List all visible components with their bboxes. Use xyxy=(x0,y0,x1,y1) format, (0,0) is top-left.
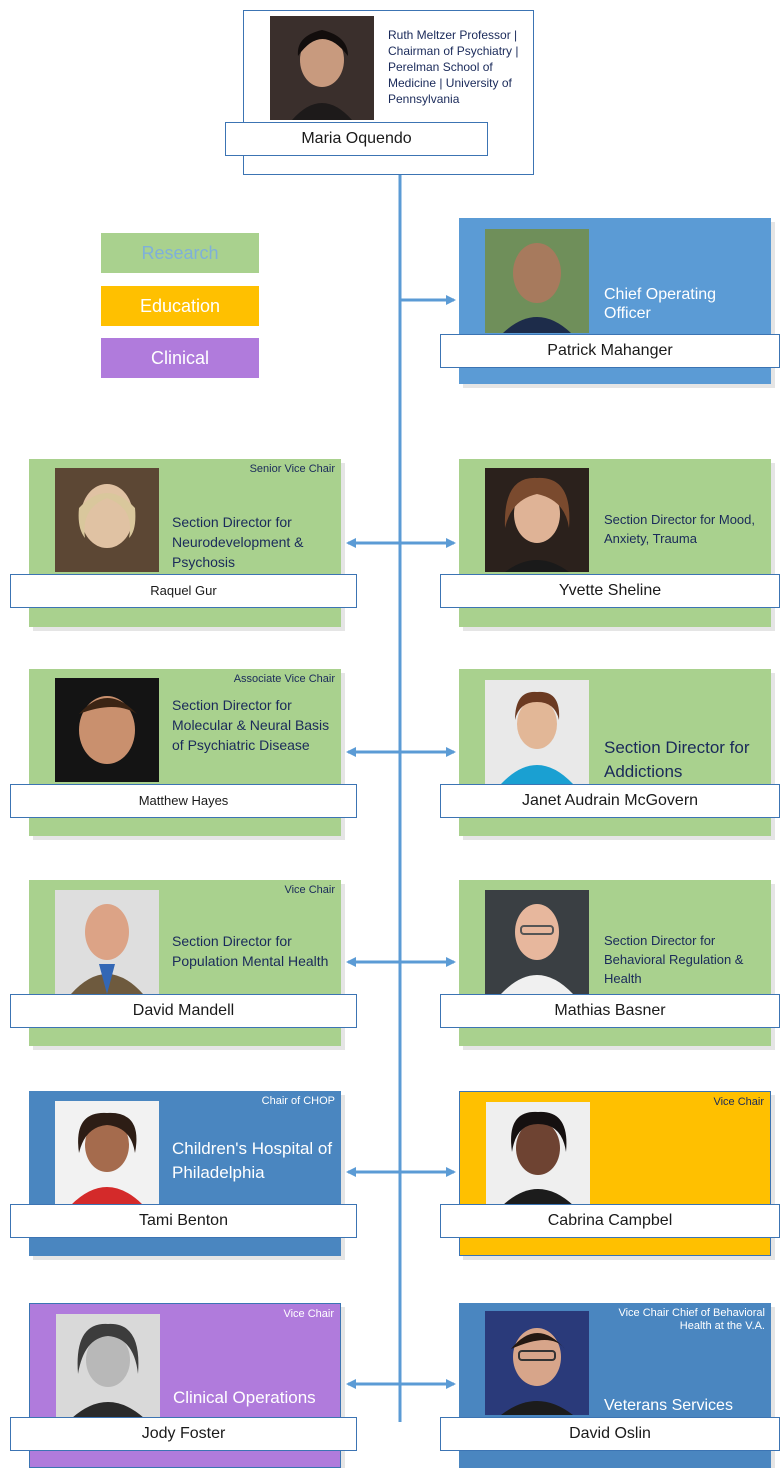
gur-role: Section Director for Neurodevelopment & … xyxy=(172,514,304,570)
foster-role: Clinical Operations xyxy=(173,1388,316,1407)
benton-photo xyxy=(55,1101,159,1205)
legend-research: Research xyxy=(101,233,259,273)
basner-role: Section Director for Behavioral Regulati… xyxy=(604,933,744,986)
hayes-role: Section Director for Molecular & Neural … xyxy=(172,697,330,753)
mandell-tag: Vice Chair xyxy=(284,884,335,896)
foster-photo xyxy=(56,1314,160,1418)
legend-clinical: Clinical xyxy=(101,338,259,378)
campbel-photo xyxy=(486,1102,590,1206)
mandell-role: Section Director for Population Mental H… xyxy=(172,933,329,969)
hayes-tag: Associate Vice Chair xyxy=(233,673,335,685)
mcgovern-role: Section Director for Addictions xyxy=(604,738,750,781)
hayes-name: Matthew Hayes xyxy=(10,784,357,818)
oslin-name: David Oslin xyxy=(440,1417,780,1451)
leader-description: Ruth Meltzer Professor | Chairman of Psy… xyxy=(388,28,519,106)
mcgovern-name: Janet Audrain McGovern xyxy=(440,784,780,818)
sheline-role: Section Director for Mood, Anxiety, Trau… xyxy=(604,512,756,546)
gur-tag: Senior Vice Chair xyxy=(249,463,335,475)
mcgovern-photo xyxy=(485,680,589,784)
mandell-photo xyxy=(55,890,159,994)
campbel-tag: Vice Chair xyxy=(713,1096,764,1108)
oslin-role: Veterans Services xyxy=(604,1397,733,1414)
gur-photo xyxy=(55,468,159,572)
coo-name: Patrick Mahanger xyxy=(440,334,780,368)
oslin-tag: Vice Chair Chief of Behavioral Health at… xyxy=(618,1307,765,1332)
gur-name: Raquel Gur xyxy=(10,574,357,608)
oslin-photo xyxy=(485,1311,589,1415)
benton-name: Tami Benton xyxy=(10,1204,357,1238)
leader-photo xyxy=(270,16,374,120)
hayes-photo xyxy=(55,678,159,782)
mandell-name: David Mandell xyxy=(10,994,357,1028)
coo-photo xyxy=(485,229,589,333)
sheline-photo xyxy=(485,468,589,572)
campbel-name: Cabrina Campbel xyxy=(440,1204,780,1238)
benton-role: Children's Hospital of Philadelphia xyxy=(172,1139,333,1182)
benton-tag: Chair of CHOP xyxy=(261,1095,335,1107)
foster-name: Jody Foster xyxy=(10,1417,357,1451)
coo-role: Chief Operating Officer xyxy=(604,286,717,322)
leader-name: Maria Oquendo xyxy=(225,122,488,156)
legend-education: Education xyxy=(101,286,259,326)
foster-tag: Vice Chair xyxy=(283,1308,334,1320)
sheline-name: Yvette Sheline xyxy=(440,574,780,608)
basner-photo xyxy=(485,890,589,994)
basner-name: Mathias Basner xyxy=(440,994,780,1028)
